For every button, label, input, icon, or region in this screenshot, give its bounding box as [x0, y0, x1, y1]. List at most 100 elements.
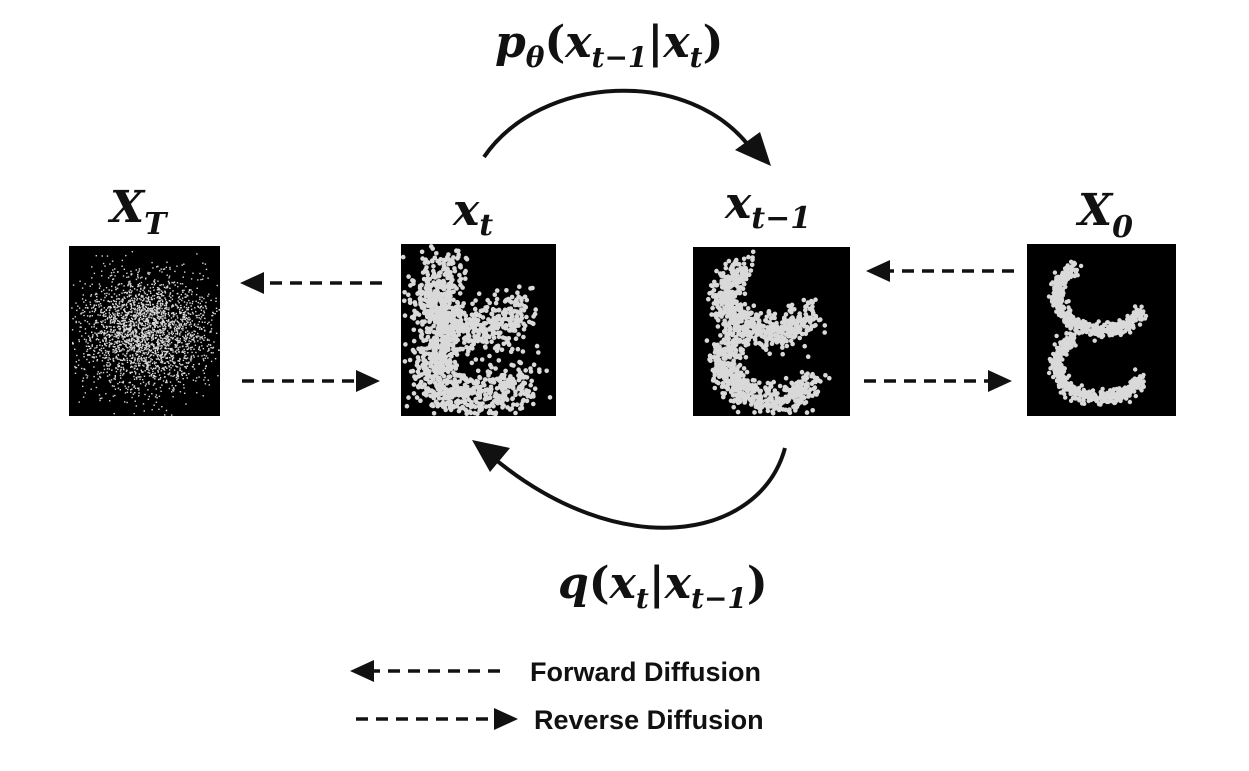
sample-point — [141, 318, 143, 320]
sample-point — [159, 334, 161, 337]
sample-point — [85, 304, 87, 306]
sample-point — [123, 268, 125, 270]
sample-point — [167, 312, 170, 314]
sample-point — [183, 372, 186, 374]
sample-point — [122, 353, 124, 355]
sample-point — [183, 306, 186, 308]
sample-point — [153, 306, 155, 308]
sample-point — [177, 285, 179, 288]
sample-point — [155, 312, 158, 315]
sample-point — [462, 340, 467, 345]
sample-point — [199, 272, 201, 275]
sample-point — [96, 373, 99, 375]
sample-point — [496, 308, 502, 313]
sample-point — [95, 356, 97, 358]
sample-point — [152, 304, 154, 306]
sample-point — [402, 290, 407, 295]
sample-point — [189, 358, 192, 360]
sample-point — [143, 317, 145, 320]
sample-point — [172, 361, 174, 363]
sample-point — [108, 374, 111, 376]
sample-point — [172, 312, 175, 315]
sample-point — [167, 339, 170, 341]
sample-point — [178, 341, 180, 343]
sample-point — [126, 353, 128, 355]
sample-point — [108, 325, 111, 328]
sample-point — [136, 360, 139, 362]
sample-point — [150, 296, 153, 299]
sample-point — [78, 401, 80, 403]
sample-point — [117, 346, 119, 348]
sample-point — [128, 295, 131, 297]
sample-point — [152, 309, 154, 312]
sample-point — [147, 297, 150, 299]
sample-point — [172, 354, 174, 357]
sample-point — [452, 268, 458, 274]
sample-point — [513, 389, 518, 395]
sample-point — [93, 311, 96, 313]
sample-point — [129, 333, 131, 335]
sample-point — [144, 340, 146, 342]
sample-point — [160, 323, 162, 325]
sample-point — [133, 336, 135, 338]
sample-point — [74, 365, 76, 368]
sample-point — [176, 305, 178, 307]
sample-point — [89, 285, 91, 287]
sample-point — [108, 333, 111, 336]
sample-point — [150, 292, 152, 294]
sample-point — [446, 293, 451, 298]
sample-point — [109, 335, 112, 337]
sample-point — [171, 281, 173, 284]
sample-point — [178, 324, 180, 326]
sample-point — [94, 309, 97, 311]
sample-point — [100, 310, 102, 312]
sample-point — [208, 349, 210, 351]
sample-point — [152, 335, 154, 337]
sample-point — [138, 270, 140, 272]
sample-point — [502, 299, 508, 304]
sample-point — [212, 312, 215, 314]
sample-point — [457, 379, 462, 384]
sample-point — [161, 319, 164, 321]
sample-point — [165, 323, 167, 325]
sample-point — [126, 296, 129, 298]
sample-point — [143, 335, 145, 338]
sample-point — [110, 272, 113, 274]
sample-point — [168, 300, 171, 302]
sample-point — [81, 287, 84, 289]
sample-point — [190, 348, 192, 351]
sample-point — [212, 314, 214, 317]
sample-point — [125, 341, 127, 344]
sample-point — [156, 334, 159, 337]
sample-point — [168, 340, 170, 343]
sample-point — [484, 308, 489, 314]
sample-point — [147, 312, 149, 314]
sample-point — [181, 374, 183, 377]
sample-point — [115, 347, 118, 350]
sample-point — [493, 300, 499, 306]
sample-point — [165, 313, 167, 315]
sample-point — [108, 344, 111, 346]
sample-point — [135, 405, 137, 407]
sample-point — [141, 322, 143, 325]
sample-point — [744, 369, 750, 375]
sample-point — [160, 284, 163, 286]
sample-point — [143, 336, 145, 339]
sample-point — [113, 315, 115, 317]
sample-point — [461, 301, 467, 306]
sample-point — [160, 354, 163, 356]
sample-point — [719, 311, 725, 317]
sample-point — [179, 338, 181, 340]
sample-point — [738, 285, 744, 290]
sample-point — [445, 318, 450, 323]
sample-point — [151, 283, 153, 285]
sample-point — [116, 287, 119, 290]
sample-point — [725, 287, 731, 292]
sample-point — [192, 354, 195, 357]
sample-point — [89, 338, 91, 340]
sample-point — [479, 357, 485, 362]
sample-point — [453, 304, 459, 310]
sample-point — [140, 301, 143, 304]
sample-point — [157, 280, 159, 282]
sample-point — [470, 325, 476, 330]
